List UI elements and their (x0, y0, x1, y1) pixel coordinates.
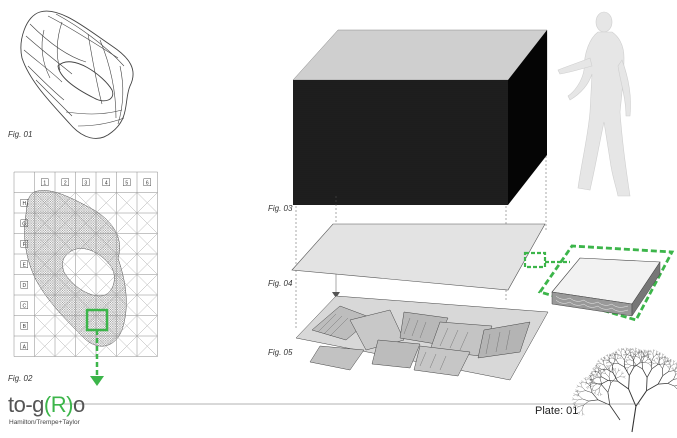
fig05-pieces (295, 295, 549, 381)
grid-row-label: A (20, 342, 28, 350)
fig01-wireframe (20, 10, 134, 139)
arrow-down-icon (332, 292, 340, 298)
human-scale-figure (557, 11, 631, 197)
project-logo: to-g(R)o (8, 394, 85, 416)
svg-text:E: E (23, 262, 27, 268)
fig04-sheet (291, 223, 546, 291)
grid-row-label: D (20, 281, 28, 289)
svg-text:1: 1 (43, 180, 46, 186)
logo-suffix: o (72, 392, 85, 417)
detail-callout (523, 244, 675, 322)
fig01-label: Fig. 01 (8, 130, 33, 139)
svg-text:C: C (22, 303, 26, 309)
grid-row-label: H (20, 199, 28, 207)
grid-column-label: 2 (61, 178, 69, 186)
svg-text:A: A (23, 344, 27, 350)
grid-column-label: 6 (143, 178, 151, 186)
fractal-tree-icon (571, 347, 677, 433)
svg-text:2: 2 (64, 180, 67, 186)
grid-row-labels: H G F E D C B A (20, 199, 28, 350)
svg-text:6: 6 (146, 180, 149, 186)
grid-row-label: F (20, 240, 28, 248)
fig02-label: Fig. 02 (8, 374, 33, 383)
logo-prefix: to-g (8, 392, 44, 417)
svg-text:D: D (22, 283, 26, 289)
grid-row-label: C (20, 301, 28, 309)
svg-text:G: G (22, 221, 26, 227)
grid-column-label: 3 (82, 178, 90, 186)
fig03-label: Fig. 03 (268, 204, 293, 213)
svg-text:F: F (23, 242, 26, 248)
fig04-label: Fig. 04 (268, 279, 293, 288)
grid-row-label: E (20, 260, 28, 268)
plate-number: Plate: 01 (535, 405, 579, 417)
grid-row-label: G (20, 219, 28, 227)
svg-text:4: 4 (105, 180, 108, 186)
svg-text:B: B (23, 324, 27, 330)
grid-column-labels: 1 2 3 4 5 6 (41, 178, 151, 186)
grid-column-label: 1 (41, 178, 49, 186)
fig02-grid (13, 171, 158, 386)
svg-text:H: H (22, 201, 26, 207)
fig05-label: Fig. 05 (268, 348, 293, 357)
svg-text:3: 3 (84, 180, 87, 186)
svg-text:5: 5 (125, 180, 128, 186)
logo-close-paren: ) (66, 392, 73, 417)
grid-column-label: 5 (123, 178, 131, 186)
grid-row-label: B (20, 322, 28, 330)
grid-column-label: 4 (102, 178, 110, 186)
logo-open-paren: ( (43, 392, 51, 417)
authors: Hamilton/Trempe+Taylor (9, 419, 80, 426)
logo-letter: R (50, 392, 67, 417)
fig03-block (292, 29, 548, 205)
